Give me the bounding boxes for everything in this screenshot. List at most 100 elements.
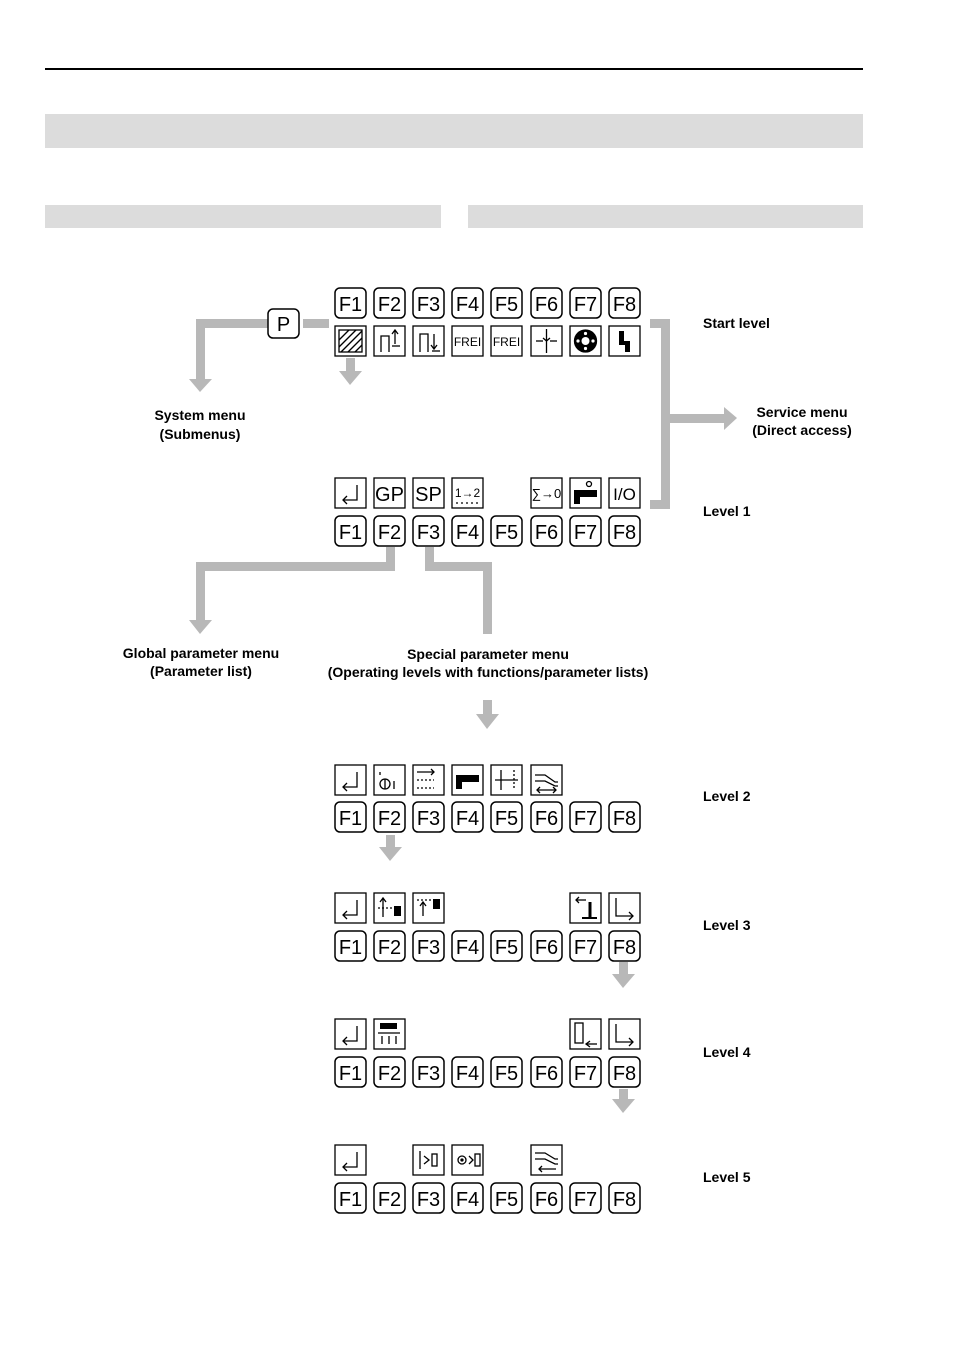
function-key-f5[interactable]: F5 [490, 287, 523, 319]
function-key-f6[interactable]: F6 [530, 801, 563, 833]
function-key-f8[interactable]: F8 [608, 801, 641, 833]
function-key-f8[interactable]: F8 [608, 1056, 641, 1088]
function-key-f2[interactable]: F2 [373, 801, 406, 833]
function-key-f7[interactable]: F7 [569, 1182, 602, 1214]
function-key-f1[interactable]: F1 [334, 930, 367, 962]
return-icon[interactable] [334, 764, 367, 796]
function-key-f8[interactable]: F8 [608, 930, 641, 962]
thread-tension-icon[interactable] [530, 1144, 563, 1176]
on-off-setting-icon[interactable] [373, 764, 406, 796]
function-key-f1[interactable]: F1 [334, 801, 367, 833]
function-key-f7[interactable]: F7 [569, 930, 602, 962]
function-key-f8[interactable]: F8 [608, 287, 641, 319]
function-key-f6[interactable]: F6 [530, 515, 563, 547]
bobbin-icon[interactable] [569, 325, 602, 357]
function-key-f7[interactable]: F7 [569, 515, 602, 547]
gp-key[interactable]: GP [373, 477, 406, 509]
function-key-f3[interactable]: F3 [412, 1056, 445, 1088]
sequence-icon[interactable] [412, 764, 445, 796]
lightning-icon[interactable] [608, 325, 641, 357]
function-key-label: F7 [574, 294, 597, 316]
next-level-icon[interactable] [608, 1018, 641, 1050]
function-key-label: F1 [339, 808, 362, 830]
return-icon[interactable] [334, 1018, 367, 1050]
back-tack-icon[interactable] [569, 892, 602, 924]
function-key-f3[interactable]: F3 [412, 515, 445, 547]
function-key-f2[interactable]: F2 [373, 287, 406, 319]
function-key-f6[interactable]: F6 [530, 287, 563, 319]
function-key-f2[interactable]: F2 [373, 515, 406, 547]
function-key-label: F6 [535, 937, 558, 959]
function-key-f3[interactable]: F3 [412, 287, 445, 319]
thread-tension-icon[interactable] [530, 764, 563, 796]
function-key-f8[interactable]: F8 [608, 515, 641, 547]
function-key-f3[interactable]: F3 [412, 801, 445, 833]
function-key-f6[interactable]: F6 [530, 930, 563, 962]
stitch-length-icon[interactable] [490, 764, 523, 796]
function-key-f3[interactable]: F3 [412, 930, 445, 962]
one-to-two-icon[interactable]: 1→2 [451, 477, 484, 509]
function-key-f4[interactable]: F4 [451, 287, 484, 319]
seam-end-icon[interactable] [569, 1018, 602, 1050]
function-key-f1[interactable]: F1 [334, 1182, 367, 1214]
function-key-frame [373, 287, 406, 319]
function-key-f5[interactable]: F5 [490, 1182, 523, 1214]
feed-icon[interactable] [373, 1018, 406, 1050]
function-key-frame [569, 1182, 602, 1214]
return-icon[interactable] [334, 477, 367, 509]
function-key-f4[interactable]: F4 [451, 801, 484, 833]
function-key-frame [412, 930, 445, 962]
function-key-frame [451, 287, 484, 319]
function-key-label: F4 [456, 808, 479, 830]
sp-key[interactable]: SP [412, 477, 445, 509]
function-key-frame [451, 930, 484, 962]
frei-icon[interactable]: FREI [490, 325, 523, 357]
light-barrier-icon[interactable] [412, 1144, 445, 1176]
foot-lower-icon[interactable] [412, 892, 445, 924]
function-key-f5[interactable]: F5 [490, 801, 523, 833]
function-key-frame [334, 1056, 367, 1088]
function-key-f2[interactable]: F2 [373, 1182, 406, 1214]
sensor-icon[interactable] [451, 1144, 484, 1176]
function-key-f6[interactable]: F6 [530, 1182, 563, 1214]
return-icon[interactable] [334, 1144, 367, 1176]
function-key-f2[interactable]: F2 [373, 930, 406, 962]
function-key-f3[interactable]: F3 [412, 1182, 445, 1214]
thread-up-icon[interactable] [373, 325, 406, 357]
function-key-f4[interactable]: F4 [451, 1182, 484, 1214]
machine-icon[interactable] [569, 477, 602, 509]
function-key-f5[interactable]: F5 [490, 515, 523, 547]
needle-icon[interactable] [530, 325, 563, 357]
function-key-frame [373, 801, 406, 833]
p-key[interactable]: P [267, 308, 300, 339]
function-key-frame [490, 930, 523, 962]
machine-icon[interactable] [451, 764, 484, 796]
function-key-f5[interactable]: F5 [490, 930, 523, 962]
function-key-f1[interactable]: F1 [334, 287, 367, 319]
function-key-f4[interactable]: F4 [451, 930, 484, 962]
function-key-label: F1 [339, 937, 362, 959]
function-key-f1[interactable]: F1 [334, 515, 367, 547]
function-key-f8[interactable]: F8 [608, 1182, 641, 1214]
function-key-f5[interactable]: F5 [490, 1056, 523, 1088]
foot-lift-icon[interactable] [373, 892, 406, 924]
function-key-f7[interactable]: F7 [569, 801, 602, 833]
sum-reset-icon[interactable]: ∑→0 [530, 477, 563, 509]
function-key-label: F2 [378, 1189, 401, 1211]
return-icon[interactable] [334, 892, 367, 924]
thread-down-icon[interactable] [412, 325, 445, 357]
one-to-two-label: 1→2 [455, 486, 481, 500]
function-key-f6[interactable]: F6 [530, 1056, 563, 1088]
on-off-icon[interactable]: I/O [608, 477, 641, 509]
function-key-f4[interactable]: F4 [451, 515, 484, 547]
function-key-f1[interactable]: F1 [334, 1056, 367, 1088]
function-key-f7[interactable]: F7 [569, 287, 602, 319]
function-key-f7[interactable]: F7 [569, 1056, 602, 1088]
function-key-f2[interactable]: F2 [373, 1056, 406, 1088]
function-key-f4[interactable]: F4 [451, 1056, 484, 1088]
frei-icon[interactable]: FREI [451, 325, 484, 357]
next-level-icon[interactable] [608, 892, 641, 924]
function-key-label: F2 [378, 522, 401, 544]
hatch-icon[interactable] [334, 325, 367, 357]
